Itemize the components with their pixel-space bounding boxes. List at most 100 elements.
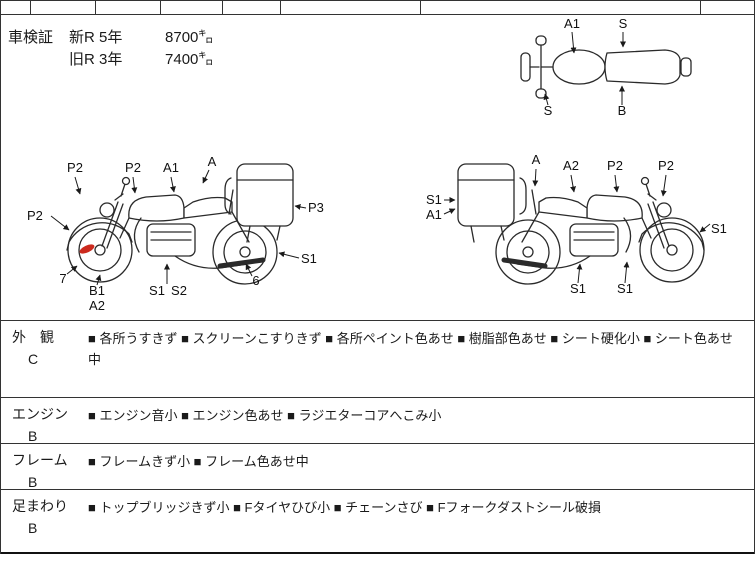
label-arrow	[202, 169, 210, 184]
condition-label: A2	[563, 158, 579, 173]
rear-box-mount	[457, 179, 515, 243]
handlebar	[645, 183, 657, 201]
condition-label: S1	[149, 283, 165, 298]
front-hub	[666, 244, 678, 256]
front-rim	[650, 228, 694, 272]
label-arrow	[278, 251, 300, 259]
front-wheel	[67, 217, 133, 283]
category-label: フレーム	[12, 452, 68, 468]
category-cell: フレーム B	[0, 444, 88, 490]
fuel-tank-top	[552, 49, 606, 85]
handlebar-grip	[535, 35, 547, 46]
fuel-tank	[586, 194, 643, 222]
category-label: 足まわり	[12, 498, 68, 514]
handlebar-grip	[535, 88, 547, 99]
rear-hub	[239, 246, 251, 258]
inspection-row-exterior: 外 観 C ■ 各所うすきず ■ スクリーンこすりきず ■ 各所ペイント色あせ …	[0, 320, 755, 397]
condition-label: P2	[658, 158, 674, 173]
rear-hub	[522, 246, 534, 258]
mirror	[640, 176, 650, 186]
grade-badge: B	[28, 428, 38, 444]
comments-text: ■ フレームきず小 ■ フレーム色あせ中	[88, 454, 309, 469]
headlight	[656, 202, 672, 218]
grade-badge: B	[28, 474, 38, 490]
front-fender	[638, 222, 705, 251]
fuel-tank	[128, 194, 185, 222]
seat	[538, 196, 588, 219]
table-divider	[280, 0, 281, 14]
label-arrow	[95, 274, 102, 286]
condition-label: P2	[125, 160, 141, 175]
condition-label: A1	[564, 17, 580, 31]
label-arrow	[623, 261, 630, 284]
condition-label: B	[618, 103, 627, 117]
top-table-strip	[0, 0, 755, 15]
table-divider	[222, 0, 223, 14]
crash-bar	[623, 217, 632, 253]
label-arrow	[443, 208, 456, 215]
condition-label: S1	[617, 281, 633, 296]
rear-rim	[223, 230, 267, 274]
label-arrow	[74, 176, 82, 195]
seat	[183, 196, 233, 219]
vehicle-inspection-certificate: 車検証 新R 5年 8700㌔ 旧R 3年 7400㌔	[8, 27, 213, 71]
condition-label: S1	[570, 281, 586, 296]
rear-wheel	[495, 219, 561, 285]
grade-badge: B	[28, 520, 38, 536]
condition-label: 6	[252, 273, 259, 288]
frame-tube	[119, 211, 250, 243]
muffler	[501, 257, 548, 269]
front-fork	[101, 201, 124, 249]
table-divider	[95, 0, 96, 14]
damage-marker-red	[79, 244, 95, 254]
grade-badge: C	[28, 351, 39, 367]
condition-label: B1	[89, 283, 105, 298]
inspection-row-engine: エンジン B ■ エンジン音小 ■ エンジン色あせ ■ ラジエターコアへこみ小	[0, 397, 755, 444]
condition-label: S1	[426, 192, 442, 207]
crash-bar	[133, 217, 142, 253]
condition-label: A	[532, 152, 541, 167]
shaken-new-reg: 新R 5年	[69, 29, 123, 46]
muffler	[217, 257, 266, 269]
condition-label: A2	[89, 298, 105, 313]
shaken-label: 車検証	[8, 29, 54, 46]
label-arrow	[699, 223, 711, 233]
rear-wheel	[212, 219, 278, 285]
backrest	[224, 177, 234, 215]
inspection-row-frame: フレーム B ■ フレームきず小 ■ フレーム色あせ中	[0, 443, 755, 490]
backrest	[519, 177, 537, 215]
rear-box	[457, 163, 515, 227]
category-label: エンジン	[12, 406, 68, 422]
shaken-old-km: 7400㌔	[165, 51, 214, 68]
label-arrow	[532, 168, 539, 187]
table-divider	[420, 0, 421, 14]
inspection-row-undercarriage: 足まわり B ■ トップブリッジきず小 ■ Fタイヤひび小 ■ チェーンさび ■…	[0, 489, 755, 552]
table-divider	[30, 0, 31, 14]
engine-fins	[150, 231, 192, 241]
label-arrow	[131, 176, 138, 194]
label-arrow	[570, 174, 576, 193]
category-cell: エンジン B	[0, 398, 88, 444]
front-fender	[66, 222, 133, 251]
condition-label: P2	[67, 160, 83, 175]
category-label: 外 観	[12, 329, 54, 345]
condition-label: S1	[711, 221, 727, 236]
label-arrow	[169, 176, 176, 193]
front-hub	[94, 244, 106, 256]
motorcycle-right-side-diagram: A A2 P2 P2 S1 A1 S1 S1 S1	[426, 152, 727, 296]
comments-text: ■ トップブリッジきず小 ■ Fタイヤひび小 ■ チェーンさび ■ Fフォークダ…	[88, 500, 602, 515]
condition-label: A1	[426, 207, 442, 222]
mirror	[121, 176, 131, 186]
label-arrow	[660, 174, 667, 197]
label-arrow	[613, 174, 620, 193]
category-cell: 足まわり B	[0, 490, 88, 552]
condition-label: S1	[301, 251, 317, 266]
label-arrow	[543, 93, 550, 106]
condition-label: S	[619, 17, 628, 31]
category-cell: 外 観 C	[0, 321, 88, 397]
condition-label: 7	[59, 271, 66, 286]
diagram-section: 車検証 新R 5年 8700㌔ 旧R 3年 7400㌔	[0, 15, 755, 320]
table-divider	[160, 0, 161, 14]
tail-top	[680, 57, 692, 77]
